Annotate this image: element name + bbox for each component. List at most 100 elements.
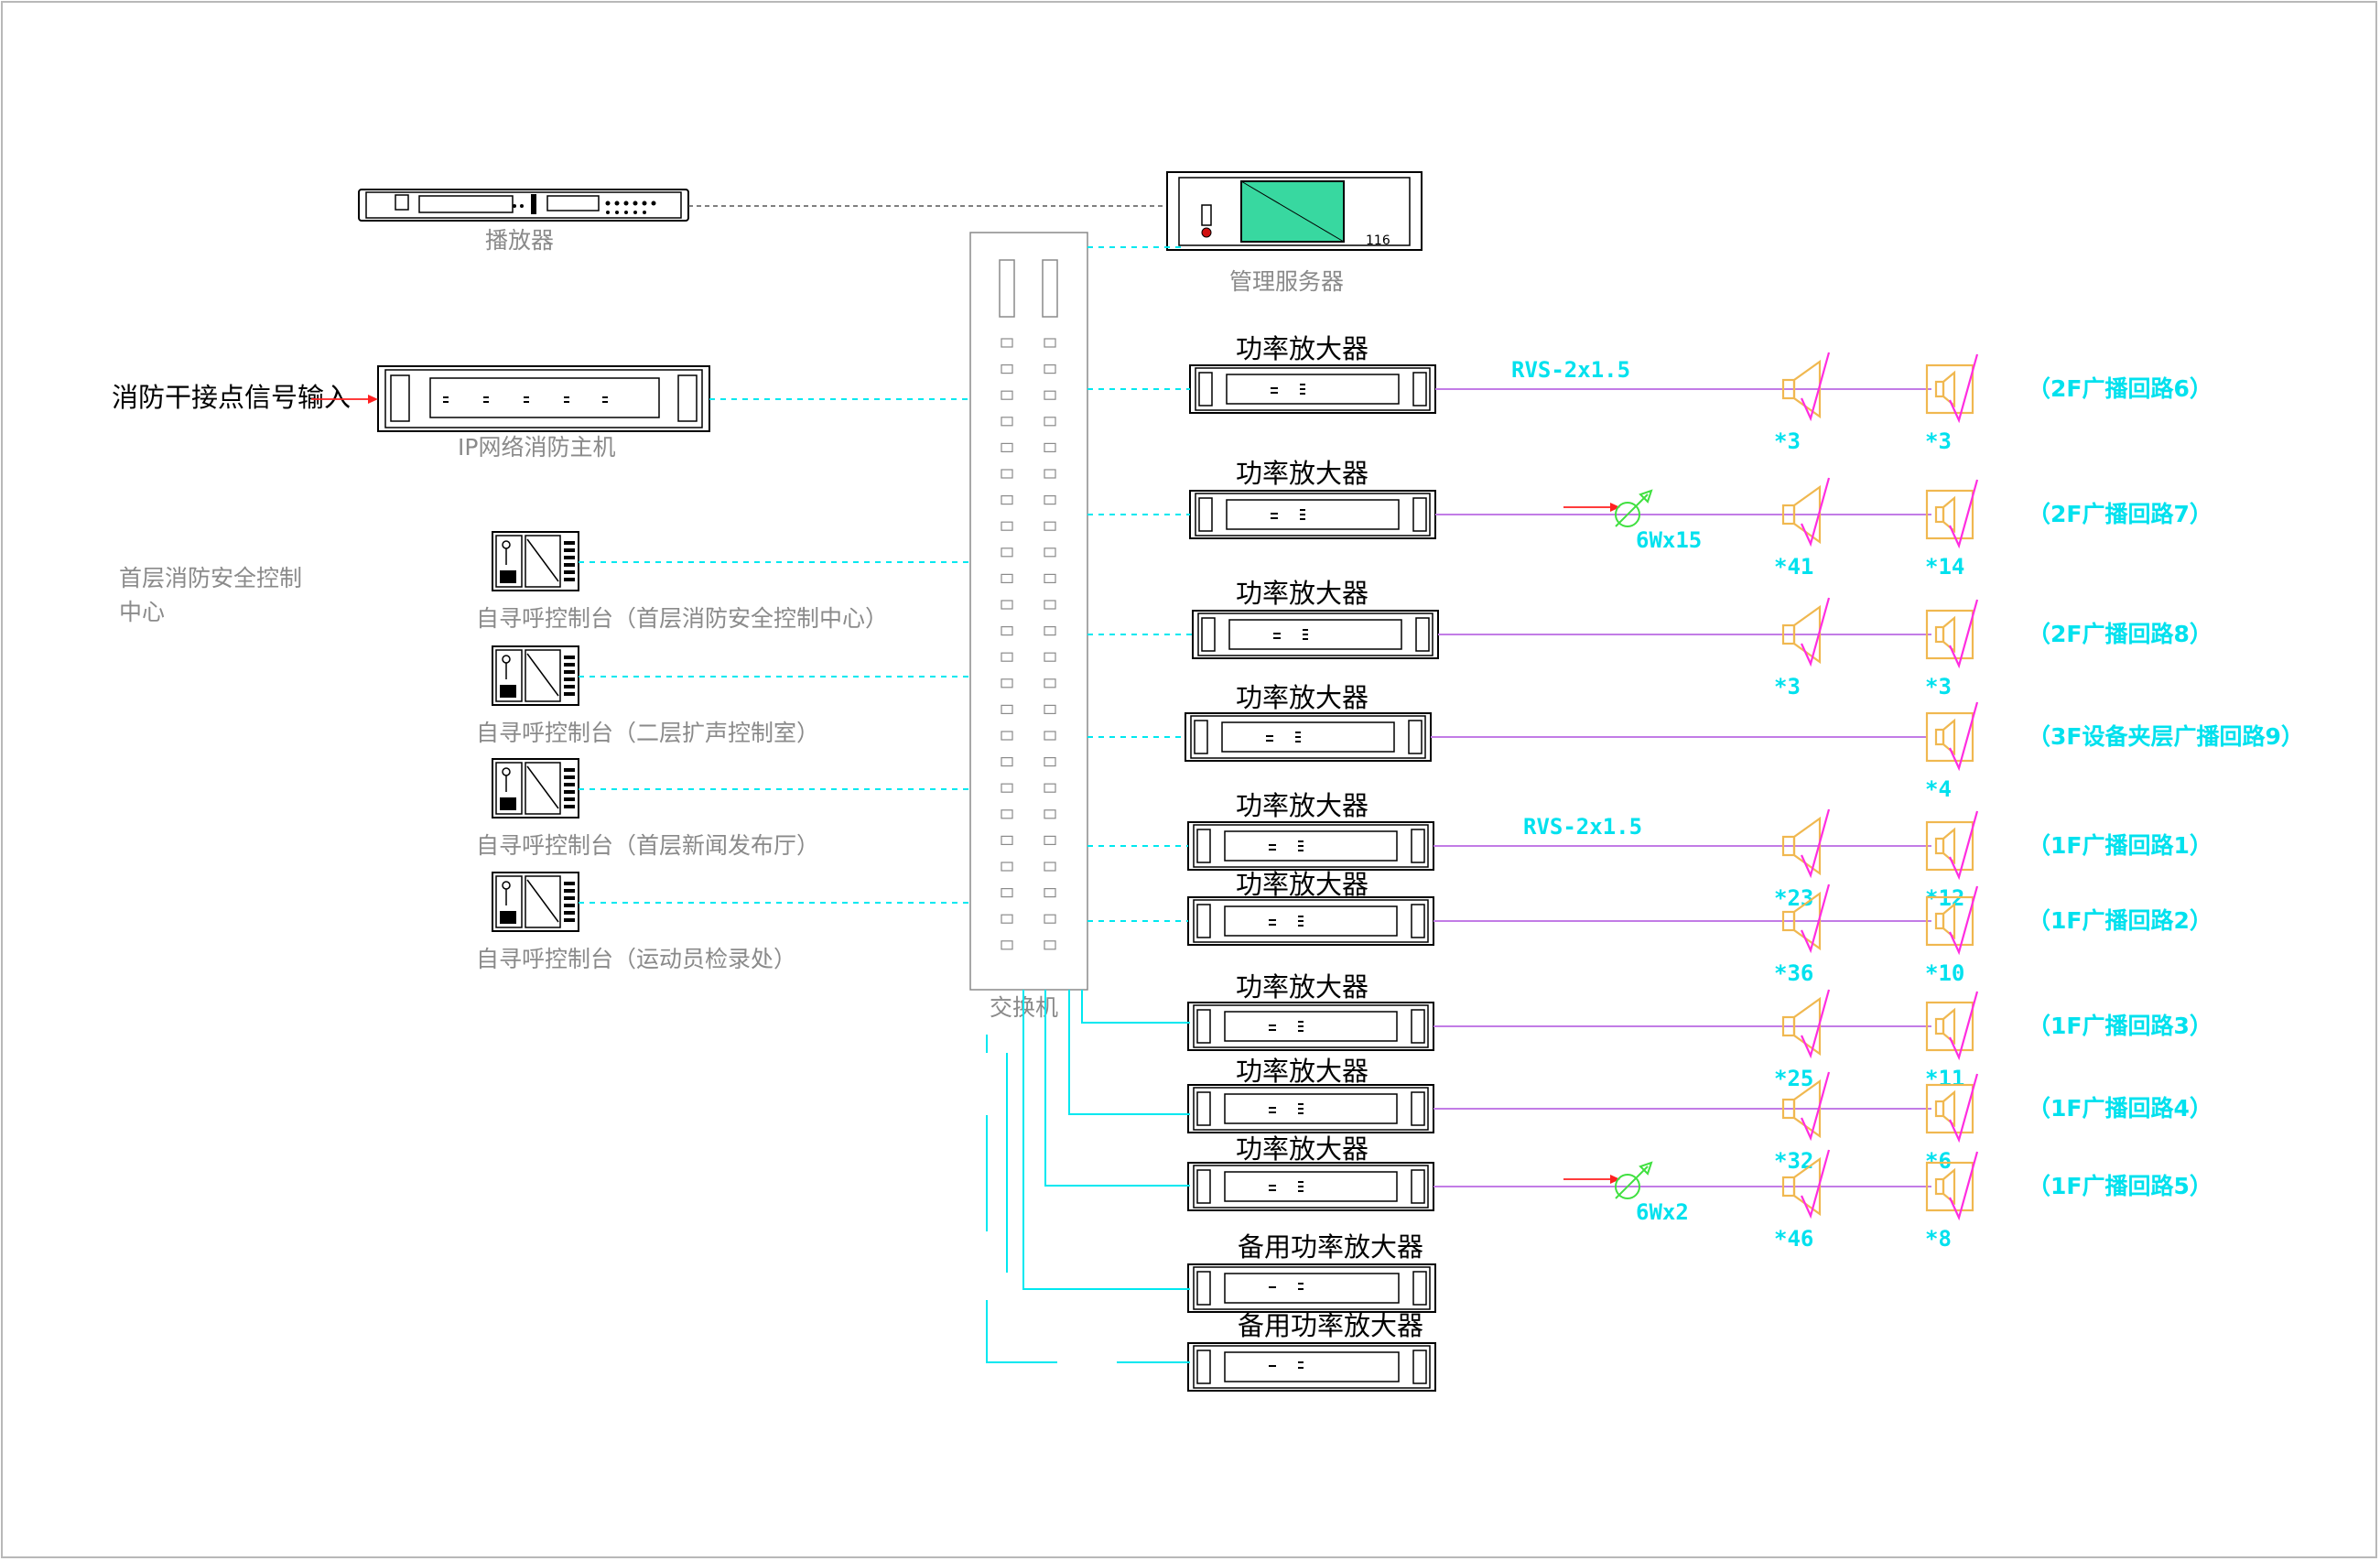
check-mark — [1800, 477, 1831, 547]
switch-port — [1044, 625, 1056, 636]
check-mark — [1800, 352, 1831, 422]
switch-port — [1001, 678, 1013, 688]
switch-port — [1001, 887, 1013, 898]
check-mark — [1948, 701, 1979, 772]
speaker-a-count: *36 — [1774, 960, 1813, 986]
switch-port — [1001, 521, 1013, 531]
backup-amplifier — [1187, 1342, 1436, 1392]
fire-input-arrow-head — [368, 395, 378, 404]
switch-port — [1044, 364, 1056, 374]
check-mark — [1948, 353, 1979, 424]
check-mark — [1800, 597, 1831, 667]
switch-port — [1001, 573, 1013, 584]
ceiling-speaker-icon — [1925, 489, 1974, 540]
switch-port — [1044, 547, 1056, 558]
ceiling-speaker-icon — [1925, 820, 1974, 872]
switch-port — [1001, 731, 1013, 741]
switch-port — [1044, 887, 1056, 898]
switch-port — [1044, 756, 1056, 767]
paging-console — [492, 872, 579, 932]
check-mark — [1948, 599, 1979, 669]
switch-port — [1001, 862, 1013, 872]
power-amplifier — [1187, 1002, 1434, 1051]
switch-port — [1001, 835, 1013, 846]
switch-port — [1044, 652, 1056, 662]
paging-console-label: 自寻呼控制台（首层消防安全控制中心） — [476, 605, 888, 632]
switch-port — [1044, 417, 1056, 427]
switch-port — [1044, 521, 1056, 531]
horn-speaker-icon — [1781, 1079, 1822, 1139]
volume-arrow-head — [1610, 503, 1620, 512]
switch-port — [1044, 678, 1056, 688]
power-amplifier-label: 功率放大器 — [1236, 1133, 1368, 1165]
check-mark — [1948, 991, 1979, 1061]
power-amplifier — [1187, 1162, 1434, 1211]
server-label: 管理服务器 — [1229, 268, 1344, 295]
switch-port — [1001, 417, 1013, 427]
cable-spec: RVS-2x1.5 — [1523, 814, 1642, 840]
volume-control-icon — [1615, 502, 1640, 527]
power-amplifier-label: 功率放大器 — [1236, 790, 1368, 821]
paging-console — [492, 645, 579, 706]
switch-lower-links — [986, 990, 1190, 1363]
switch-port — [1044, 494, 1056, 505]
broadcast-loop-label: （1F广播回路2） — [2028, 907, 2212, 934]
svg-text:116: 116 — [1366, 233, 1390, 248]
volume-arrow-head — [1610, 1175, 1620, 1184]
ceiling-speaker-icon — [1925, 1083, 1974, 1134]
speaker-b-count: *4 — [1925, 776, 1952, 802]
volume-control-icon — [1615, 1174, 1640, 1199]
switch-port — [1001, 494, 1013, 505]
volume-spec: 6Wx15 — [1636, 527, 1702, 553]
switch-port — [1044, 731, 1056, 741]
speaker-a-count: *3 — [1774, 674, 1801, 699]
switch-port — [1044, 809, 1056, 819]
backup-amplifier-label: 备用功率放大器 — [1238, 1310, 1423, 1341]
switch-port — [1044, 835, 1056, 846]
switch-port — [1001, 625, 1013, 636]
speaker-a-count: *23 — [1774, 885, 1813, 911]
broadcast-loop-label: （2F广播回路6） — [2028, 375, 2212, 402]
broadcast-loop-label: （1F广播回路3） — [2028, 1013, 2212, 1039]
switch-port — [1001, 809, 1013, 819]
power-amplifier — [1187, 896, 1434, 946]
speaker-b-count: *14 — [1925, 554, 1964, 580]
switch-device — [969, 232, 1088, 991]
paging-console-label: 自寻呼控制台（运动员检录处） — [476, 946, 796, 972]
switch-port — [1044, 442, 1056, 452]
broadcast-loop-label: （3F设备夹层广播回路9） — [2028, 723, 2304, 750]
fire-input-label: 消防干接点信号输入 — [112, 382, 351, 413]
switch-port — [1044, 600, 1056, 610]
switch-port — [1044, 390, 1056, 400]
volume-spec: 6Wx2 — [1636, 1199, 1689, 1225]
switch-port — [1044, 573, 1056, 584]
power-amplifier — [1189, 490, 1436, 539]
check-mark — [1800, 1071, 1831, 1142]
speaker-b-count: *3 — [1925, 674, 1952, 699]
switch-port — [1044, 469, 1056, 479]
switch-port — [1001, 442, 1013, 452]
broadcast-loop-label: （1F广播回路5） — [2028, 1173, 2212, 1199]
check-mark — [1800, 883, 1831, 954]
fire-host-device — [377, 365, 710, 432]
horn-speaker-icon — [1781, 359, 1822, 419]
paging-console-label: 自寻呼控制台（首层新闻发布厅） — [476, 832, 819, 859]
horn-speaker-icon — [1781, 604, 1822, 665]
horn-speaker-icon — [1781, 891, 1822, 951]
check-mark — [1800, 1149, 1831, 1220]
ceiling-speaker-icon — [1925, 1161, 1974, 1212]
power-amplifier — [1185, 712, 1432, 762]
control-center-label: 首层消防安全控制 中心 — [119, 565, 309, 625]
switch-port — [1001, 756, 1013, 767]
check-mark — [1948, 479, 1979, 549]
check-mark — [1948, 885, 1979, 956]
server-device: 116 — [1166, 171, 1423, 251]
switch-port — [1001, 338, 1013, 348]
switch-port — [1001, 390, 1013, 400]
switch-port — [1044, 338, 1056, 348]
power-amplifier-label: 功率放大器 — [1236, 682, 1368, 713]
paging-console-label: 自寻呼控制台（二层扩声控制室） — [476, 720, 819, 746]
switch-port — [1001, 940, 1013, 950]
power-amplifier — [1192, 610, 1439, 659]
ceiling-speaker-icon — [1925, 895, 1974, 947]
